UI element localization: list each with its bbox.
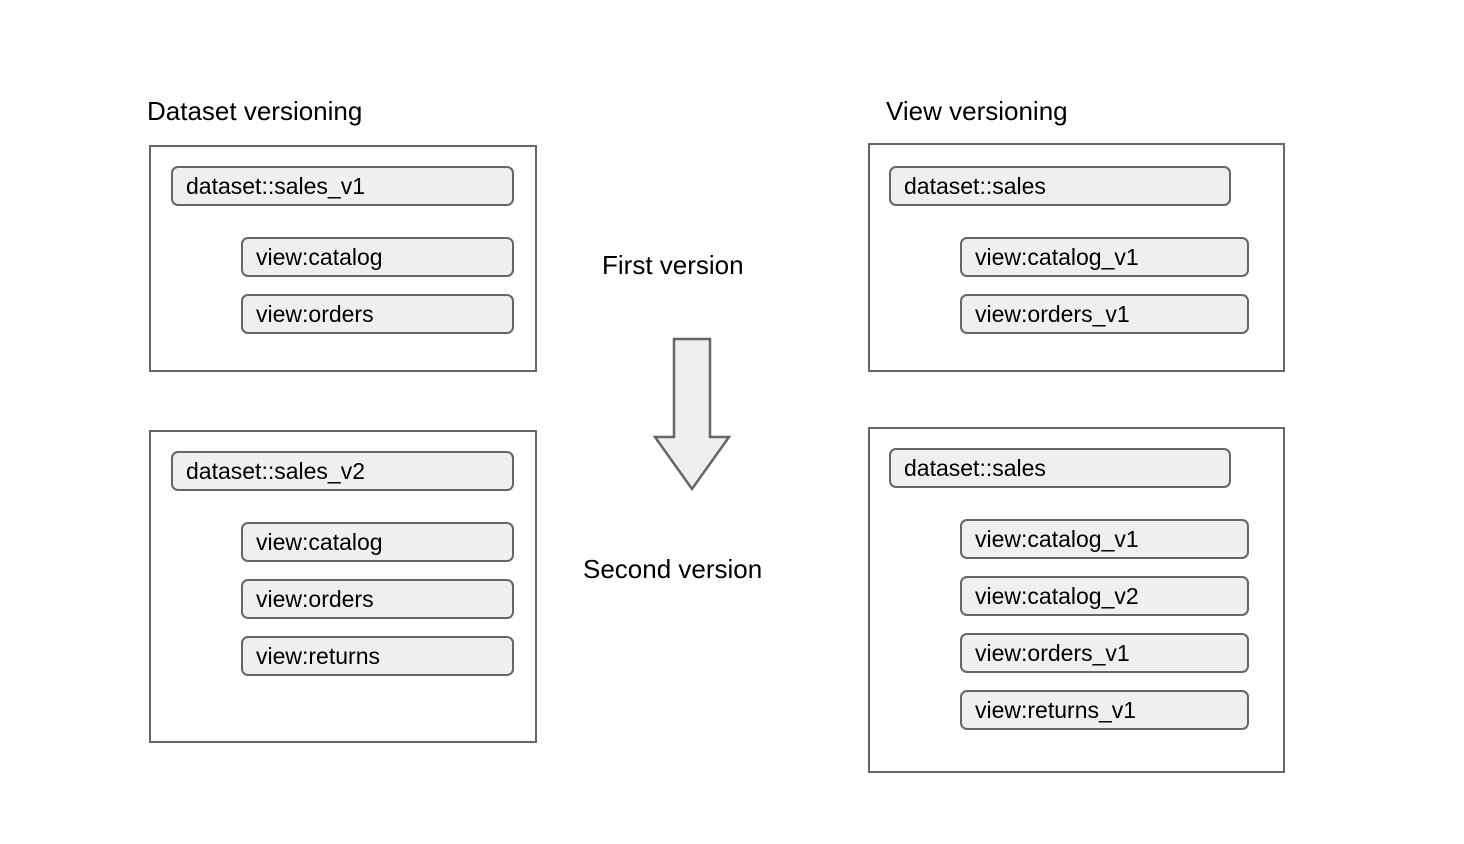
column-title-dataset-versioning: Dataset versioning [147,96,363,126]
pill-dataset-sales-v2[interactable]: dataset::sales_v2 [171,451,514,491]
pill-view-catalog-v1[interactable]: view:catalog_v1 [960,237,1249,277]
arrow-down-icon [652,337,732,492]
column-title-view-versioning: View versioning [886,96,1068,126]
label-second-version: Second version [583,554,763,584]
pill-view-orders-2[interactable]: view:orders [241,579,514,619]
pill-view-orders-v1-2[interactable]: view:orders_v1 [960,633,1249,673]
pill-dataset-sales-r1[interactable]: dataset::sales [889,166,1231,206]
pill-view-catalog-2[interactable]: view:catalog [241,522,514,562]
pill-view-catalog[interactable]: view:catalog [241,237,514,277]
pill-view-returns[interactable]: view:returns [241,636,514,676]
pill-dataset-sales-v1[interactable]: dataset::sales_v1 [171,166,514,206]
pill-view-orders[interactable]: view:orders [241,294,514,334]
pill-view-orders-v1[interactable]: view:orders_v1 [960,294,1249,334]
pill-view-catalog-v2[interactable]: view:catalog_v2 [960,576,1249,616]
pill-dataset-sales-r2[interactable]: dataset::sales [889,448,1231,488]
pill-view-catalog-v1-2[interactable]: view:catalog_v1 [960,519,1249,559]
label-first-version: First version [602,250,744,280]
pill-view-returns-v1[interactable]: view:returns_v1 [960,690,1249,730]
